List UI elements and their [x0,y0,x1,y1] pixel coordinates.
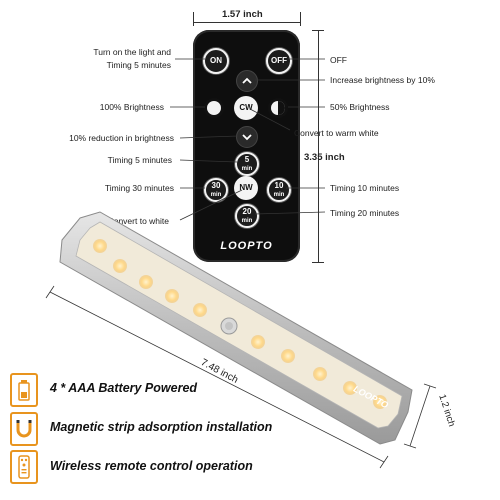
half-brightness-button[interactable] [268,98,288,118]
led [113,259,127,273]
callout-on-line2: Timing 5 minutes [106,60,171,70]
callout-half: 50% Brightness [330,102,390,112]
callout-timing30: Timing 30 minutes [104,183,174,193]
timer-20-unit: min [241,217,253,224]
feature-magnet-text: Magnetic strip adsorption installation [50,420,273,434]
natural-white-button[interactable]: NW [234,176,258,200]
height-tick-bottom [312,262,324,263]
callout-timing20: Timing 20 minutes [330,208,400,218]
timer-10-unit: min [273,191,285,198]
timer-20-value: 20 [242,206,252,216]
timer-5-value: 5 [244,154,250,164]
led [193,303,207,317]
led [93,239,107,253]
callout-white: Convert to white [107,216,169,226]
off-button-label: OFF [271,56,287,65]
feature-battery-text: 4 * AAA Battery Powered [50,381,198,395]
callout-on-line1: Turn on the light and [93,47,171,57]
callout-off: OFF [330,55,347,65]
led [251,335,265,349]
callout-warm: Convert to warm white [294,128,379,138]
cw-button-label: CW [239,103,253,112]
callout-timing10: Timing 10 minutes [330,183,400,193]
nw-button-label: NW [239,183,253,192]
chevron-up-icon [242,77,252,84]
light-diffuser [75,221,403,429]
feature-remote-text: Wireless remote control operation [50,459,253,473]
battery-feature-icon [10,373,38,407]
width-tick-right [300,12,301,26]
battery-icon [18,380,30,401]
warm-white-button[interactable]: CW [234,96,258,120]
timer-30-unit: min [210,191,222,198]
remote-height-label: 3.35 inch [304,152,345,163]
led [281,349,295,363]
remote-icon [18,455,30,479]
brightness-down-button[interactable] [236,126,258,148]
callout-increase: Increase brightness by 10% [330,75,435,85]
sun-half-icon [271,101,285,115]
full-brightness-button[interactable] [204,98,224,118]
timer-30-value: 30 [211,180,221,190]
width-tick-left [193,12,194,26]
remote-width-label: 1.57 inch [222,9,263,20]
remote-brand: LOOPTO [220,240,273,252]
width-line [193,22,300,23]
on-button-label: ON [210,56,222,65]
timer-10-value: 10 [274,180,284,190]
chevron-down-icon [242,134,252,141]
led [165,289,179,303]
on-button[interactable]: ON [203,48,229,74]
led [139,275,153,289]
sun-full-icon [207,101,221,115]
height-tick-top [312,30,324,31]
remote-feature-icon [10,450,38,484]
callout-timing5: Timing 5 minutes [107,155,172,165]
led [373,395,387,409]
callout-reduce: 10% reduction in brightness [69,133,174,143]
led-array [93,239,387,409]
magnet-icon [16,420,32,438]
height-line [318,30,319,262]
led [343,381,357,395]
magnet-feature-icon [10,412,38,446]
timer-5-unit: min [241,165,253,172]
led [313,367,327,381]
callout-full: 100% Brightness [99,102,164,112]
brightness-up-button[interactable] [236,70,258,92]
off-button[interactable]: OFF [266,48,292,74]
